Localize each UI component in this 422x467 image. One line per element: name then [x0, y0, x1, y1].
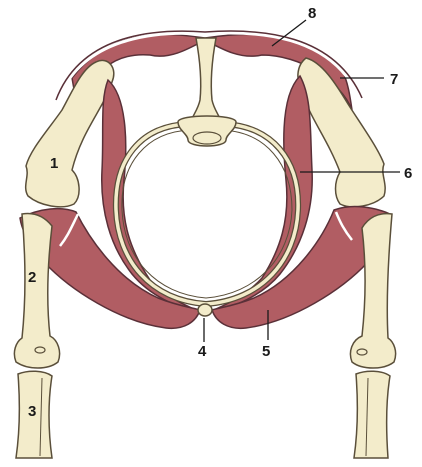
label-1: 1 [50, 155, 58, 172]
label-8: 8 [308, 5, 316, 22]
right-cannon-bone [354, 371, 390, 458]
central-column-bone [190, 38, 222, 124]
label-4: 4 [198, 343, 207, 360]
sternum-tip-bone [198, 304, 212, 316]
left-humerus-bone [26, 60, 114, 206]
label-6: 6 [404, 165, 412, 182]
label-3: 3 [28, 403, 36, 420]
label-2: 2 [28, 269, 36, 286]
label-7: 7 [390, 71, 398, 88]
vertebra-centrum [193, 132, 221, 144]
label-5: 5 [262, 343, 270, 360]
